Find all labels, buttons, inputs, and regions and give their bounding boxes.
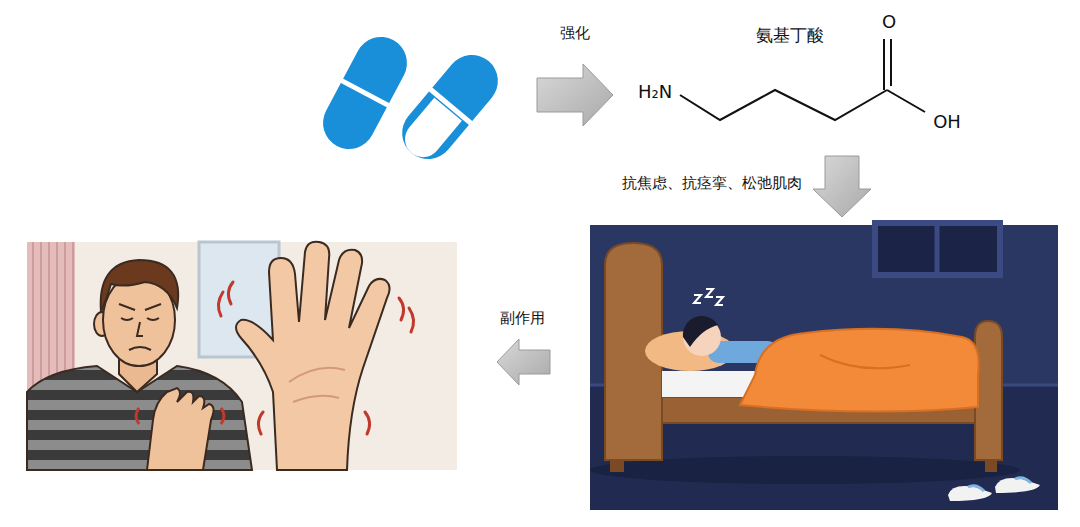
eyebrow xyxy=(145,304,161,310)
slipper-strap xyxy=(1015,478,1031,483)
block-arrow xyxy=(497,339,550,385)
double-bond xyxy=(890,39,892,86)
palm-line xyxy=(293,396,339,402)
capsule-illustration xyxy=(310,25,525,175)
atom-label: OH xyxy=(933,111,961,133)
shirt-stripe xyxy=(27,450,267,460)
side-effect-illustration xyxy=(27,242,457,470)
atom-label: O xyxy=(882,11,896,33)
eyebrow xyxy=(119,304,135,310)
capsule-seam xyxy=(340,80,389,106)
slipper xyxy=(995,478,1040,493)
arrow-label: 副作用 xyxy=(498,309,547,327)
atom-label: H₂N xyxy=(638,81,672,103)
nose xyxy=(137,322,143,336)
shirt-stripe xyxy=(27,390,267,400)
sleep-mark xyxy=(706,289,713,297)
capsule xyxy=(390,43,510,171)
hair xyxy=(683,316,718,347)
block-arrow xyxy=(813,156,871,217)
illustration xyxy=(310,25,525,175)
chest-hand xyxy=(147,388,214,470)
double-bond xyxy=(883,39,885,90)
molecule-structure: 氨基丁酸 H₂N O OH xyxy=(625,8,975,148)
capsule xyxy=(312,27,418,159)
capsule-body xyxy=(392,44,509,169)
bed-leg xyxy=(985,460,997,472)
blanket-fold xyxy=(820,355,910,368)
tremor-mark xyxy=(218,292,223,316)
bed-leg xyxy=(610,460,624,472)
arrow-label: 强化 xyxy=(558,24,592,42)
sleep-illustration xyxy=(590,225,1058,510)
shirt-stripe xyxy=(27,430,267,440)
carbon-chain xyxy=(680,90,887,120)
eye xyxy=(147,318,159,320)
raised-hand xyxy=(236,242,390,470)
eye xyxy=(121,318,133,320)
block-arrow xyxy=(537,64,613,126)
mouth xyxy=(129,347,151,350)
tremor-mark xyxy=(365,412,370,434)
window xyxy=(875,223,1000,275)
tremor-mark xyxy=(258,412,263,434)
pain-mark xyxy=(136,408,139,424)
single-bond xyxy=(887,90,925,112)
window-bar xyxy=(935,225,940,275)
illustration xyxy=(27,242,457,470)
shirt-stripe xyxy=(27,470,267,480)
hair xyxy=(101,260,179,312)
shirt-base xyxy=(27,352,267,472)
arrow-label: 抗焦虑、抗痉挛、松弛肌肉 xyxy=(620,174,804,192)
blanket xyxy=(740,329,979,412)
compound-name: 氨基丁酸 xyxy=(756,25,824,45)
capsule-seam xyxy=(429,88,472,124)
palm-line xyxy=(289,368,345,382)
capsule-body xyxy=(314,28,416,158)
sleep-mark xyxy=(694,295,701,303)
shirt xyxy=(27,352,267,480)
room-wall xyxy=(27,242,457,470)
tremor-mark xyxy=(228,282,233,304)
footboard xyxy=(975,321,1002,460)
tremor-mark xyxy=(409,308,414,332)
tremor-mark xyxy=(399,298,404,320)
shirt-stripe xyxy=(27,410,267,420)
slipper xyxy=(948,486,992,501)
illustration xyxy=(590,225,1058,510)
pain-mark xyxy=(221,408,224,424)
sleep-mark xyxy=(716,297,723,305)
slipper-strap xyxy=(968,486,984,491)
